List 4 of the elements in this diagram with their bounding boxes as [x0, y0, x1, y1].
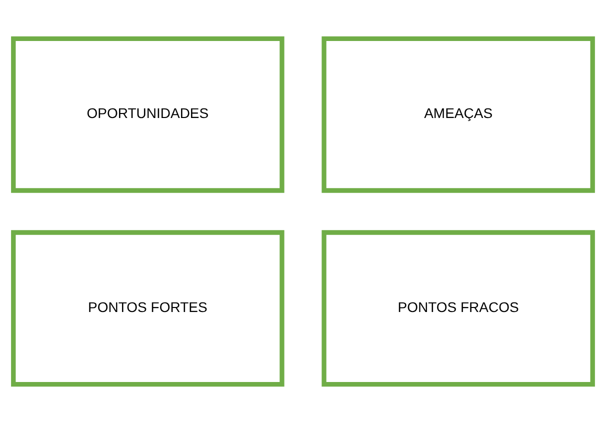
- node-box: AMEAÇAS: [322, 36, 595, 193]
- node-box: OPORTUNIDADES: [11, 36, 284, 193]
- node-box: PONTOS FORTES: [11, 230, 284, 387]
- node-box: PONTOS FRACOS: [322, 230, 595, 387]
